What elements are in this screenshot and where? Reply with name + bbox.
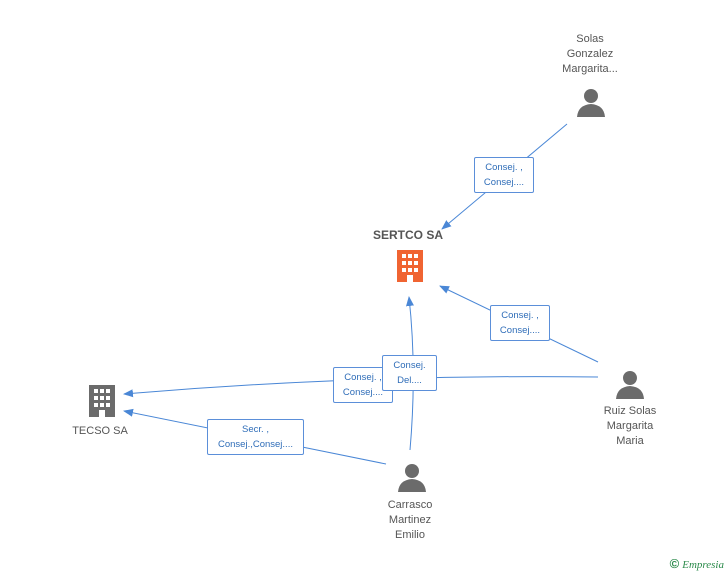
person-ruiz-name[interactable]: Ruiz Solas Margarita Maria [580, 404, 680, 449]
edge-label-line: Consej.... [483, 177, 525, 188]
building-icon-tecso[interactable] [85, 384, 119, 418]
person-solas-name-line: Gonzalez [566, 48, 614, 60]
building-icon-sertco[interactable] [393, 249, 427, 283]
empresia-logo: Empresia [682, 559, 724, 571]
person-icon-carrasco[interactable] [397, 463, 427, 493]
edge-label-line: Consej.... [499, 325, 541, 336]
person-ruiz-name-line: Margarita [606, 420, 654, 432]
copyright-icon: © [669, 556, 680, 571]
person-solas-name-line: Solas [576, 33, 604, 45]
person-ruiz-name-line: Ruiz Solas [603, 405, 657, 417]
person-icon-ruiz[interactable] [615, 370, 645, 400]
edge-label-carrasco-sertco[interactable]: Consej. Del.... [382, 355, 437, 391]
edge-label-line: Consej. , [344, 372, 382, 383]
person-carrasco-name-line: Emilio [395, 529, 425, 541]
edge-label-line: Del.... [397, 375, 422, 386]
company-tecso-name[interactable]: TECSO SA [72, 425, 128, 437]
edge-label-line: Consej. , [485, 162, 523, 173]
edge-label-line: Secr. , [242, 424, 269, 435]
person-carrasco-name[interactable]: Carrasco Martinez Emilio [360, 498, 460, 543]
edge-label-line: Consej. [393, 360, 426, 371]
edge-label-line: Consej.,Consej.... [218, 439, 293, 450]
edge-label-carrasco-tecso[interactable]: Secr. , Consej.,Consej.... [207, 419, 304, 455]
person-solas-name-line: Margarita... [562, 63, 618, 75]
person-carrasco-name-line: Carrasco [387, 499, 433, 511]
person-carrasco-name-line: Martinez [388, 514, 432, 526]
empresia-watermark: ©Empresia [670, 556, 724, 571]
edge-label-line: Consej. , [501, 310, 539, 321]
person-icon-solas[interactable] [576, 88, 606, 118]
person-solas-name[interactable]: Solas Gonzalez Margarita... [540, 32, 640, 77]
person-ruiz-name-line: Maria [616, 435, 644, 447]
edge-label-ruiz-sertco[interactable]: Consej. , Consej.... [490, 305, 550, 341]
edge-label-solas-sertco[interactable]: Consej. , Consej.... [474, 157, 534, 193]
edge-label-line: Consej.... [342, 387, 384, 398]
company-sertco-name[interactable]: SERTCO SA [372, 228, 443, 242]
